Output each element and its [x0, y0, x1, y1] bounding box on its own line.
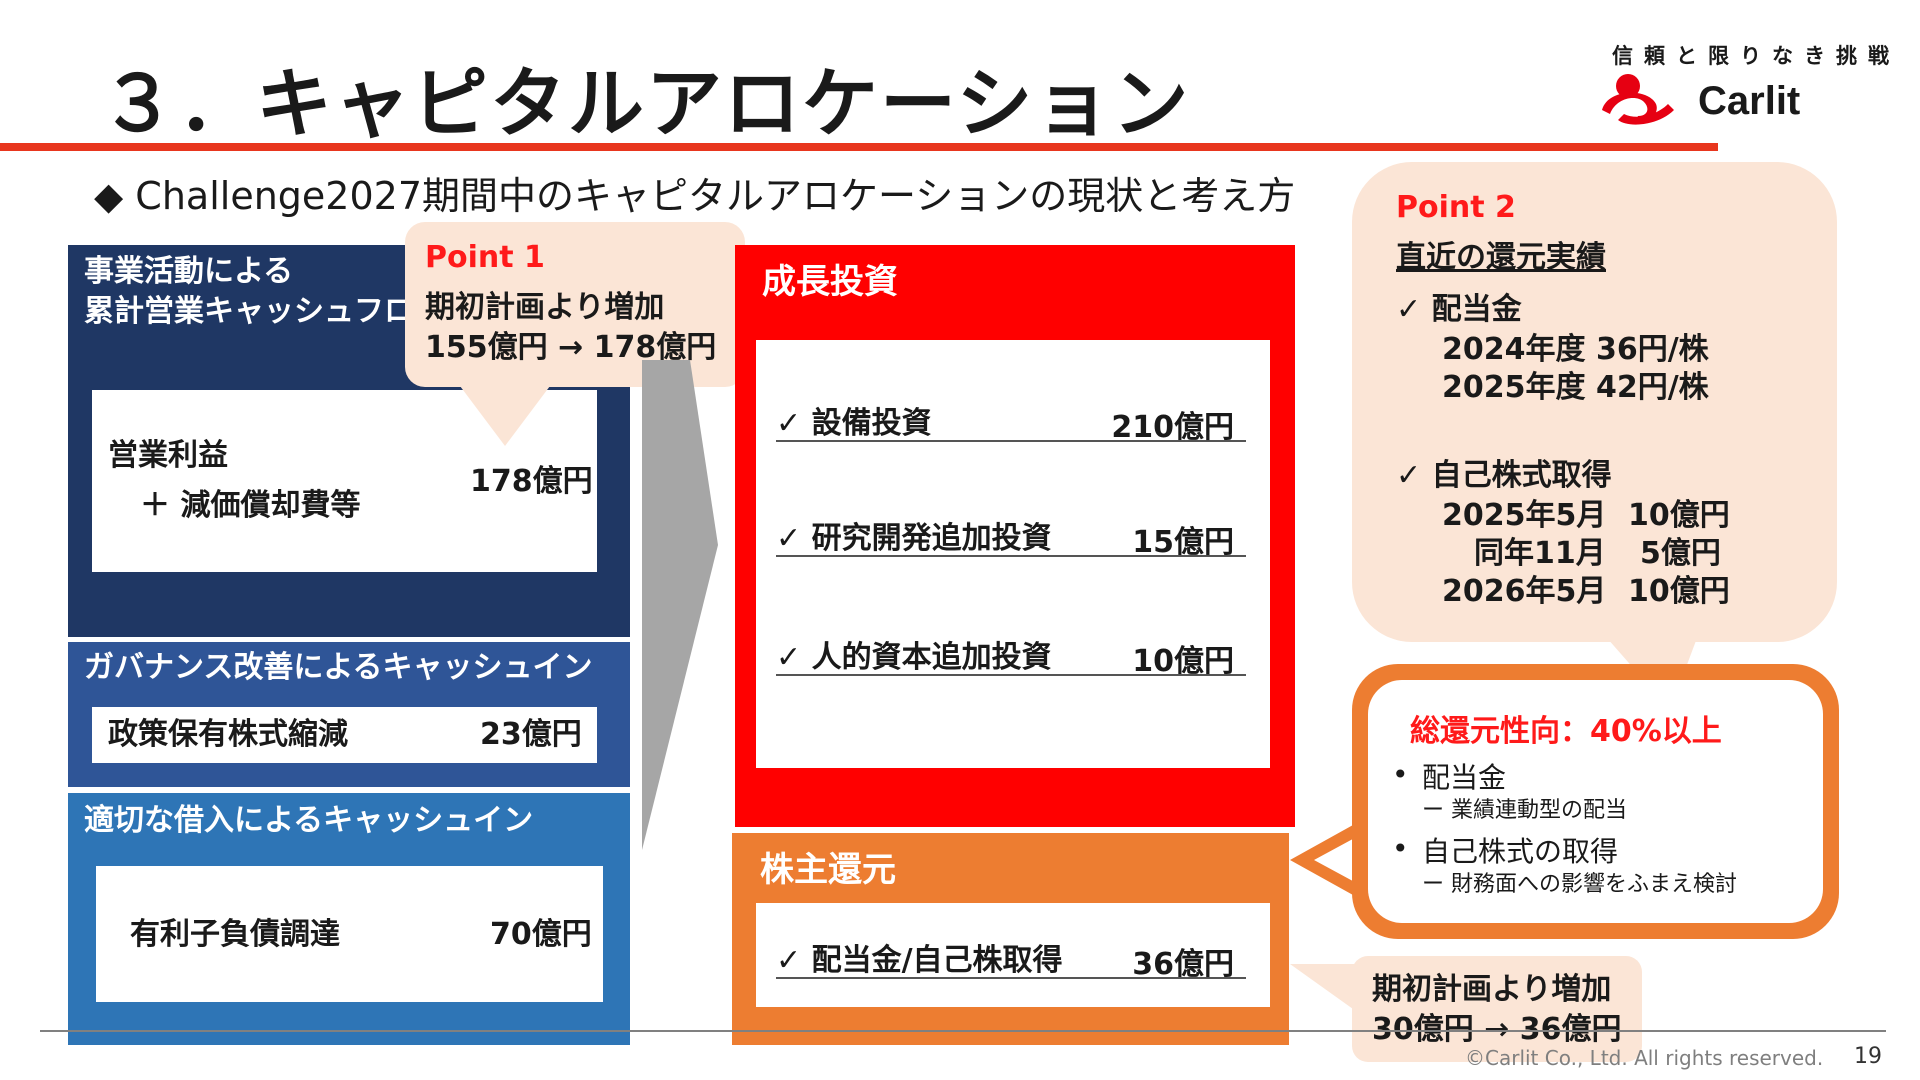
buyback-label: ✓ 自己株式取得 [1396, 458, 1612, 493]
bullet-dot-icon: • [1392, 758, 1409, 791]
title-divider [0, 143, 1718, 151]
carlit-logo: Carlit [1602, 74, 1800, 125]
investment-amount: 15億円 [1132, 525, 1234, 560]
allocation-flow-arrow [642, 360, 718, 850]
shareholder-note-pointer [1290, 964, 1360, 1014]
shareholder-return-heading: 株主還元 [760, 850, 896, 890]
copyright-notice: ©Carlit Co., Ltd. All rights reserved. [1465, 1046, 1824, 1070]
dividend-label: ✓ 配当金 [1396, 292, 1522, 327]
buyback-date: 2025年5月 [1442, 498, 1607, 533]
shareholder-note-callout [1352, 956, 1642, 1062]
borrowing-cf-box [96, 866, 603, 1002]
investment-label: ✓ 研究開発追加投資 [776, 521, 1052, 556]
dividend-line: 2024年度 36円/株 [1442, 332, 1709, 367]
shareholder-return-box [756, 903, 1270, 1007]
payout-pointer [1290, 820, 1362, 900]
dividend-line: 2025年度 42円/株 [1442, 370, 1709, 405]
bullet-dot-icon: • [1392, 832, 1409, 865]
page-title: ３．キャピタルアロケーション [100, 59, 1191, 148]
payout-bullet1: 配当金 [1422, 761, 1507, 794]
investment-label: ✓ 設備投資 [776, 406, 932, 441]
point1-line2: 155億円 → 178億円 [425, 330, 717, 365]
company-tagline: 信頼と限りなき挑戦 [1612, 44, 1900, 68]
point2-label: Point 2 [1396, 190, 1516, 225]
payout-ratio-heading: 総還元性向：40%以上 [1410, 714, 1722, 749]
interest-bearing-debt-label: 有利子負債調達 [130, 917, 340, 952]
point1-callout [405, 222, 745, 387]
operating-cf-amount: 178億円 [470, 464, 593, 499]
footer-divider [40, 1030, 1886, 1032]
carlit-logo-mark-icon [1602, 74, 1674, 125]
growth-investment-heading: 成長投資 [762, 262, 898, 302]
page-number: 19 [1854, 1044, 1882, 1069]
payout-policy-inner [1368, 680, 1823, 923]
shareholder-note-line2: 30億円 → 36億円 [1372, 1012, 1622, 1047]
buyback-amount: 5億円 [1640, 536, 1721, 571]
payout-bullet2-sub: ー 財務面への影響をふまえ検討 [1422, 872, 1737, 897]
point1-callout-pointer [460, 386, 550, 446]
shareholder-return-row: ✓ 配当金/自己株取得 36億円 [776, 935, 1246, 982]
borrowing-cf-amount: 70億円 [490, 917, 592, 952]
governance-cf-heading: ガバナンス改善によるキャッシュイン [84, 650, 593, 685]
shareholder-note-line1: 期初計画より増加 [1372, 972, 1612, 1007]
payout-bullet1-sub: ー 業績連動型の配当 [1422, 798, 1627, 823]
point2-callout [1352, 162, 1837, 642]
point1-label: Point 1 [425, 240, 545, 275]
depreciation-label: ＋ 減価償却費等 [140, 488, 361, 523]
point2-subheading: 直近の還元実績 [1396, 240, 1606, 275]
operating-cf-heading-line2: 累計営業キャッシュフロー [84, 294, 444, 329]
investment-row-rnd: ✓ 研究開発追加投資 15億円 [776, 513, 1246, 560]
growth-investment-box [756, 340, 1270, 768]
shareholder-return-label: ✓ 配当金/自己株取得 [776, 943, 1063, 978]
investment-amount: 210億円 [1111, 410, 1234, 445]
investment-label: ✓ 人的資本追加投資 [776, 640, 1052, 675]
policy-shareholding-label: 政策保有株式縮減 [108, 717, 348, 752]
investment-amount: 10億円 [1132, 644, 1234, 679]
payout-bullet2: 自己株式の取得 [1422, 835, 1619, 868]
point1-line1: 期初計画より増加 [425, 290, 665, 325]
buyback-amount: 10億円 [1628, 498, 1730, 533]
slide-subtitle: ◆ Challenge2027期間中のキャピタルアロケーションの現状と考え方 [94, 174, 1296, 218]
investment-row-capex: ✓ 設備投資 210億円 [776, 398, 1246, 445]
investment-row-human-capital: ✓ 人的資本追加投資 10億円 [776, 632, 1246, 679]
governance-cf-amount: 23億円 [480, 717, 582, 752]
operating-profit-label: 営業利益 [108, 438, 228, 473]
borrowing-cf-heading: 適切な借入によるキャッシュイン [84, 803, 534, 838]
shareholder-return-amount: 36億円 [1132, 947, 1234, 982]
governance-cf-box [92, 707, 597, 763]
buyback-date: 2026年5月 [1442, 574, 1607, 609]
brand-name: Carlit [1698, 79, 1800, 123]
buyback-date: 同年11月 [1474, 536, 1606, 571]
operating-cf-heading-line1: 事業活動による [84, 254, 294, 289]
buyback-amount: 10億円 [1628, 574, 1730, 609]
